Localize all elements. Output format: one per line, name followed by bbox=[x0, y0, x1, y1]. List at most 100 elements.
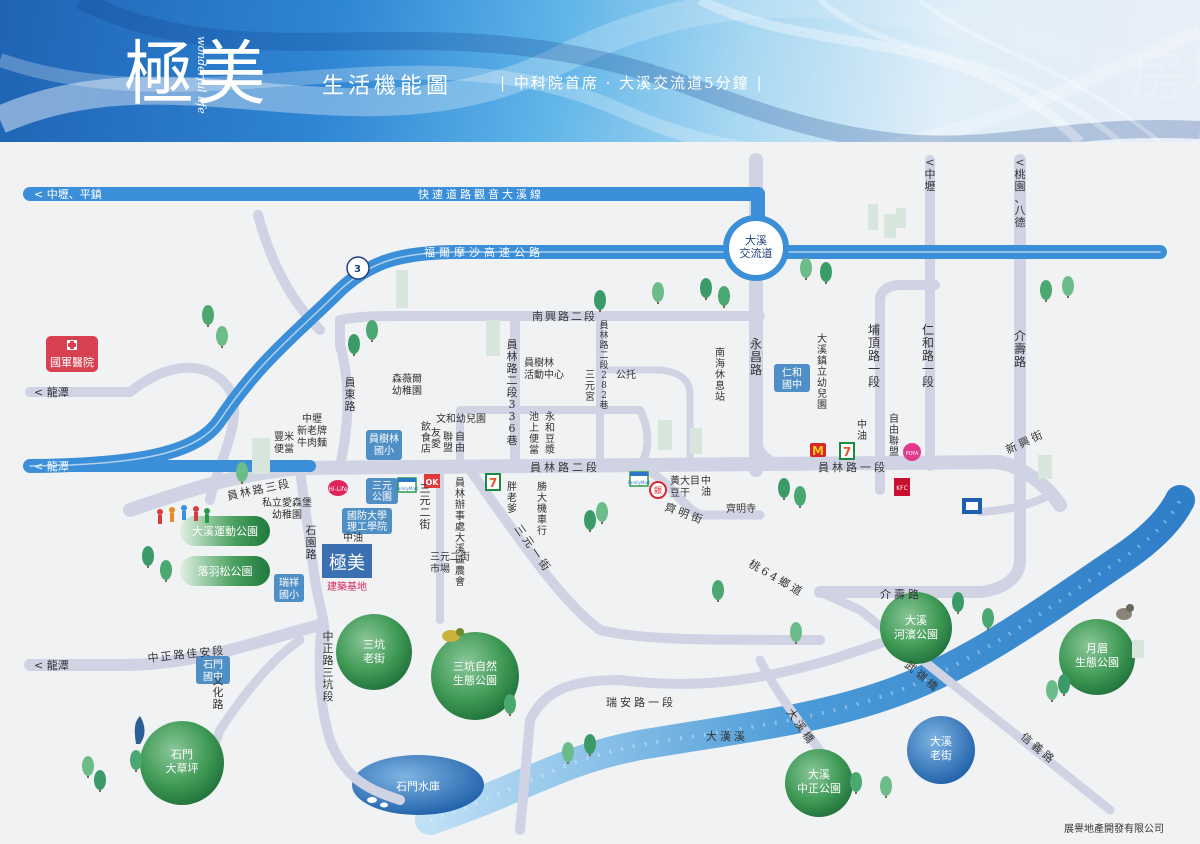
tree-icon bbox=[94, 770, 106, 792]
label-sanyuan-1st-b: 三元一街 bbox=[512, 522, 556, 576]
parks bbox=[140, 516, 1135, 817]
label-school-renhe: 仁和國中 bbox=[782, 367, 802, 391]
header-swirl-art: 房地王 bbox=[0, 0, 1200, 142]
shimen-grass-shape bbox=[140, 721, 224, 805]
familymart-icon bbox=[397, 477, 417, 493]
tree-icon bbox=[790, 622, 802, 644]
header-banner: 房地王 極美 wonderful life 生活機能圖 | 中科院首席 · 大溪… bbox=[0, 0, 1200, 142]
label-yuandong-rd: 員東路 bbox=[345, 376, 356, 413]
tagline: | 中科院首席 · 大溪交流道5分鐘 | bbox=[500, 74, 764, 92]
label-park-luoyusong: 落羽松公園 bbox=[198, 564, 253, 578]
tree-icon bbox=[82, 756, 94, 778]
bird-icon bbox=[134, 604, 1134, 744]
label-tao64: 桃64鄉道 bbox=[747, 556, 808, 599]
label-wenhua-rd: 文化路 bbox=[213, 673, 224, 711]
brand-ok: OK bbox=[426, 478, 440, 487]
tree-icon bbox=[820, 262, 832, 284]
tree-icon bbox=[130, 750, 142, 772]
tree-icon bbox=[202, 305, 214, 327]
crescent-park-shape bbox=[1059, 619, 1135, 695]
poi-beef-noodle: 中壢新老牌牛肉麵 bbox=[297, 412, 327, 449]
brand-poya: POYA bbox=[906, 451, 919, 457]
poi-lianmeng: 聯盟 bbox=[443, 431, 453, 454]
label-puding-rd: 埔頂路一段 bbox=[868, 323, 880, 389]
label-sankeng-nature: 三坑自然生態公園 bbox=[453, 659, 497, 687]
poi-cpc3: 中油 bbox=[857, 418, 867, 442]
brand-mcd: M bbox=[812, 444, 824, 458]
tree-icon bbox=[718, 286, 730, 308]
label-sankeng-old: 三坑老街 bbox=[363, 637, 385, 665]
brand-hilife: Hi-Life bbox=[328, 486, 347, 493]
badge-sanyuan-park bbox=[366, 478, 398, 504]
logo-main: 極美 bbox=[124, 33, 268, 115]
daxi-old-street-shape bbox=[907, 716, 975, 784]
logo-sub: wonderful life bbox=[195, 36, 208, 114]
seven-eleven-icon bbox=[839, 442, 855, 460]
freeway-number: 3 bbox=[354, 264, 361, 275]
seven-eleven-icon-2 bbox=[485, 473, 501, 491]
post-office-icon bbox=[962, 498, 982, 514]
map-area: < 中壢、平鎮 快速道路觀音大溪線 福爾摩沙高速公路 < 龍潭 3 < 龍潭 <… bbox=[0, 142, 1200, 844]
label-daxi-river: 大漢溪 bbox=[706, 729, 748, 743]
poi-drink: 飲食店 bbox=[421, 420, 431, 455]
label-zhongzheng-park: 大溪中正公園 bbox=[797, 767, 841, 795]
brand-bank: 銀 bbox=[654, 485, 662, 495]
daxi-river bbox=[415, 485, 1195, 835]
poi-cpc2: 中油 bbox=[701, 474, 711, 498]
label-yongchang-rd: 永昌路 bbox=[750, 337, 762, 377]
label-nanxing-rd: 南興路二段 bbox=[532, 309, 597, 323]
label-daxi-old-street: 大溪老街 bbox=[930, 734, 952, 762]
tree-icon bbox=[584, 510, 596, 532]
tree-icon bbox=[348, 334, 360, 356]
freeway-shield-icon bbox=[346, 256, 370, 280]
hilife-icon bbox=[328, 480, 348, 496]
interchange-marker bbox=[723, 215, 789, 281]
tree-icon bbox=[236, 462, 248, 484]
poi-nanhai: 南海休息站 bbox=[715, 346, 725, 403]
brand-seven: 7 bbox=[843, 445, 851, 459]
label-yuanlin-rd1: 員林路一段 bbox=[818, 460, 888, 474]
tree-icon bbox=[1040, 280, 1052, 302]
school-badges bbox=[196, 364, 810, 684]
badge-ruixiang bbox=[274, 574, 304, 602]
label-school-ndu: 國防大學理工學院 bbox=[347, 509, 387, 533]
brand-kfc: KFC bbox=[896, 485, 908, 492]
label-yuanlin-rd2: 員林路二段 bbox=[530, 460, 600, 474]
label-site: 建築基地 bbox=[327, 580, 367, 593]
familymart-icon-2 bbox=[629, 471, 649, 487]
poi-farmers: 員林辦事處大溪區農會 bbox=[455, 477, 465, 588]
tree-icon bbox=[712, 580, 724, 602]
label-riverside-park: 大溪河濱公園 bbox=[894, 613, 938, 641]
poi-panglao: 胖老爹 bbox=[507, 481, 517, 515]
tree-icon bbox=[1058, 674, 1070, 696]
label-to-zhongli: <中壢 bbox=[925, 156, 936, 193]
label-crescent-park: 月眉生態公園 bbox=[1075, 642, 1119, 669]
brand-icons bbox=[328, 442, 982, 514]
label-shiyuan-rd: 石園路 bbox=[306, 524, 317, 561]
label-renhe-rd: 仁和路一段 bbox=[922, 323, 934, 389]
poi-gongtuo: 公托 bbox=[616, 368, 636, 381]
label-xinyi-rd: 信義路 bbox=[1018, 730, 1059, 768]
tree-icon bbox=[982, 608, 994, 630]
label-jieshou-rd-a: 介壽路 bbox=[1014, 329, 1026, 369]
tree-icon bbox=[652, 282, 664, 304]
tree-icon bbox=[160, 560, 172, 582]
mcd-icon bbox=[810, 443, 826, 457]
tree-icon bbox=[596, 502, 608, 524]
reservoir bbox=[352, 755, 484, 815]
tree-icon bbox=[142, 546, 154, 568]
brand-familymart-2: FamilyMart bbox=[628, 480, 650, 485]
poi-fengmi: 豐米便當 bbox=[274, 430, 294, 455]
ok-mart-icon bbox=[424, 474, 440, 488]
sankeng-old-shape bbox=[336, 614, 412, 690]
poi-aisenbao: 私立愛森堡幼稚園 bbox=[262, 496, 312, 521]
sports-park-shape bbox=[180, 516, 270, 546]
tree-icon bbox=[952, 592, 964, 614]
tree-icon bbox=[366, 320, 378, 342]
label-hospital: 國軍醫院 bbox=[50, 355, 94, 369]
poi-cpc1: 中油 bbox=[343, 531, 363, 544]
label-formosa-freeway: 福爾摩沙高速公路 bbox=[424, 245, 544, 259]
freeways bbox=[23, 187, 1167, 473]
site-marker bbox=[322, 544, 372, 578]
